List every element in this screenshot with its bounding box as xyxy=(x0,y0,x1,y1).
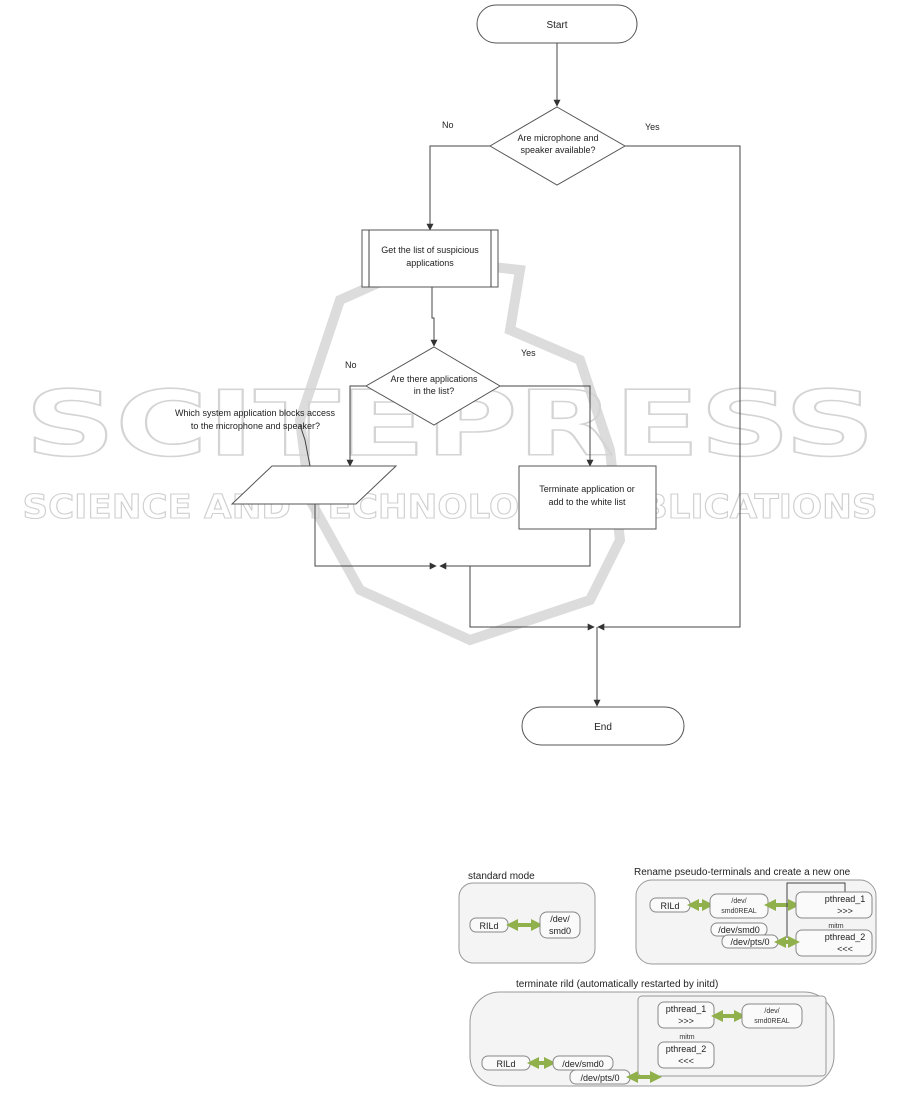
rename-pthread1-line2: >>> xyxy=(837,906,853,916)
start-label: Start xyxy=(546,20,567,31)
rename-mitm-bracket xyxy=(786,882,846,938)
terminate-pthread1-line2: >>> xyxy=(678,1016,694,1026)
io-question-line2: to the microphone and speaker? xyxy=(191,421,320,431)
terminate-dev-real-line1: /dev/ xyxy=(764,1008,779,1015)
decision1-line2: speaker available? xyxy=(520,145,595,155)
decision2-no-label: No xyxy=(345,360,357,370)
decision1-no-label: No xyxy=(442,120,454,130)
connector-process2-merge xyxy=(439,529,591,570)
terminate-pthread2-box xyxy=(657,1041,715,1069)
connector-decision2-yes xyxy=(500,385,594,467)
rename-pthread1-line1: pthread_1 xyxy=(825,894,866,904)
rename-dev-real-line1: /dev/ xyxy=(731,898,746,905)
flowchart-connectors xyxy=(314,43,741,707)
terminate-dev-pts-label: /dev/pts/0 xyxy=(580,1073,619,1083)
decision1-yes-label: Yes xyxy=(645,122,660,132)
decision2-line2: in the list? xyxy=(414,386,455,396)
standard-rild-label: RILd xyxy=(479,921,498,931)
process1-line2: applications xyxy=(406,258,454,268)
connector-io-merge xyxy=(314,504,437,570)
connector-decision2-no xyxy=(346,385,366,467)
connector-process1-decision2 xyxy=(430,287,438,347)
rename-dev-real-line2: smd0REAL xyxy=(721,908,757,915)
io-callout-line xyxy=(299,424,311,467)
decision1-line1: Are microphone and xyxy=(517,133,598,143)
decision2-diamond xyxy=(364,346,501,426)
flowchart-io-question: Which system application blocks access t… xyxy=(175,408,398,505)
process1-box xyxy=(361,229,499,288)
io-parallelogram xyxy=(230,465,398,505)
process1-line1: Get the list of suspicious xyxy=(381,245,479,255)
standard-mode-title: standard mode xyxy=(468,871,535,882)
standard-device-box xyxy=(539,911,581,939)
standard-device-line1: /dev/ xyxy=(550,914,570,924)
process2-line2: add to the white list xyxy=(548,497,626,507)
flowchart-end: End xyxy=(521,706,685,746)
rename-pthread2-line1: pthread_2 xyxy=(825,932,866,942)
rename-dev-smd0-label: /dev/smd0 xyxy=(718,925,760,935)
terminate-pthread2-line2: <<< xyxy=(678,1056,694,1066)
terminate-rild-label: RILd xyxy=(496,1059,515,1069)
flowchart-start: Start xyxy=(476,4,638,44)
flowchart-decision2: Are there applications in the list? No Y… xyxy=(345,346,536,426)
terminate-dev-real-line2: smd0REAL xyxy=(754,1018,790,1025)
watermark: SCITEPRESS SCIENCE AND TECHNOLOGY PUBLIC… xyxy=(22,254,878,646)
terminate-dev-real-box xyxy=(741,1003,803,1029)
rename-pthread2-line2: <<< xyxy=(837,944,853,954)
diagram-standard-mode: standard mode RILd /dev/ smd0 xyxy=(458,871,596,964)
rename-mitm-label: mitm xyxy=(828,923,843,930)
terminate-dev-smd0-label: /dev/smd0 xyxy=(562,1059,604,1069)
rename-pthread1-box xyxy=(795,891,873,919)
process2-box xyxy=(518,465,657,530)
watermark-sub-text: SCIENCE AND TECHNOLOGY PUBLICATIONS xyxy=(23,487,878,526)
process2-line1: Terminate application or xyxy=(539,484,635,494)
flowchart-process1: Get the list of suspicious applications xyxy=(361,229,499,288)
rename-title: Rename pseudo-terminals and create a new… xyxy=(634,867,851,878)
end-label: End xyxy=(594,722,612,733)
io-question-line1: Which system application blocks access xyxy=(175,408,336,418)
end-terminator xyxy=(521,706,685,746)
decision1-diamond xyxy=(489,106,627,186)
terminate-pthread1-line1: pthread_1 xyxy=(666,1004,707,1014)
decision2-line1: Are there applications xyxy=(390,374,478,384)
connector-merge-final xyxy=(469,566,595,631)
flowchart-process2: Terminate application or add to the whit… xyxy=(518,465,657,530)
rename-rild-label: RILd xyxy=(660,901,679,911)
connector-decision1-no xyxy=(426,145,490,231)
diagram-rename: Rename pseudo-terminals and create a new… xyxy=(634,867,877,965)
standard-device-line2: smd0 xyxy=(549,926,571,936)
start-terminator xyxy=(476,4,638,44)
flowchart-decision1: Are microphone and speaker available? No… xyxy=(442,106,660,186)
diagram-terminate: terminate rild (automatically restarted … xyxy=(469,979,835,1087)
connector-decision1-yes xyxy=(597,145,741,631)
terminate-mitm-label: mitm xyxy=(679,1034,694,1041)
terminate-pthread2-line1: pthread_2 xyxy=(666,1044,707,1054)
terminate-title: terminate rild (automatically restarted … xyxy=(516,979,718,990)
rename-dev-pts-label: /dev/pts/0 xyxy=(730,937,769,947)
decision2-yes-label: Yes xyxy=(521,348,536,358)
